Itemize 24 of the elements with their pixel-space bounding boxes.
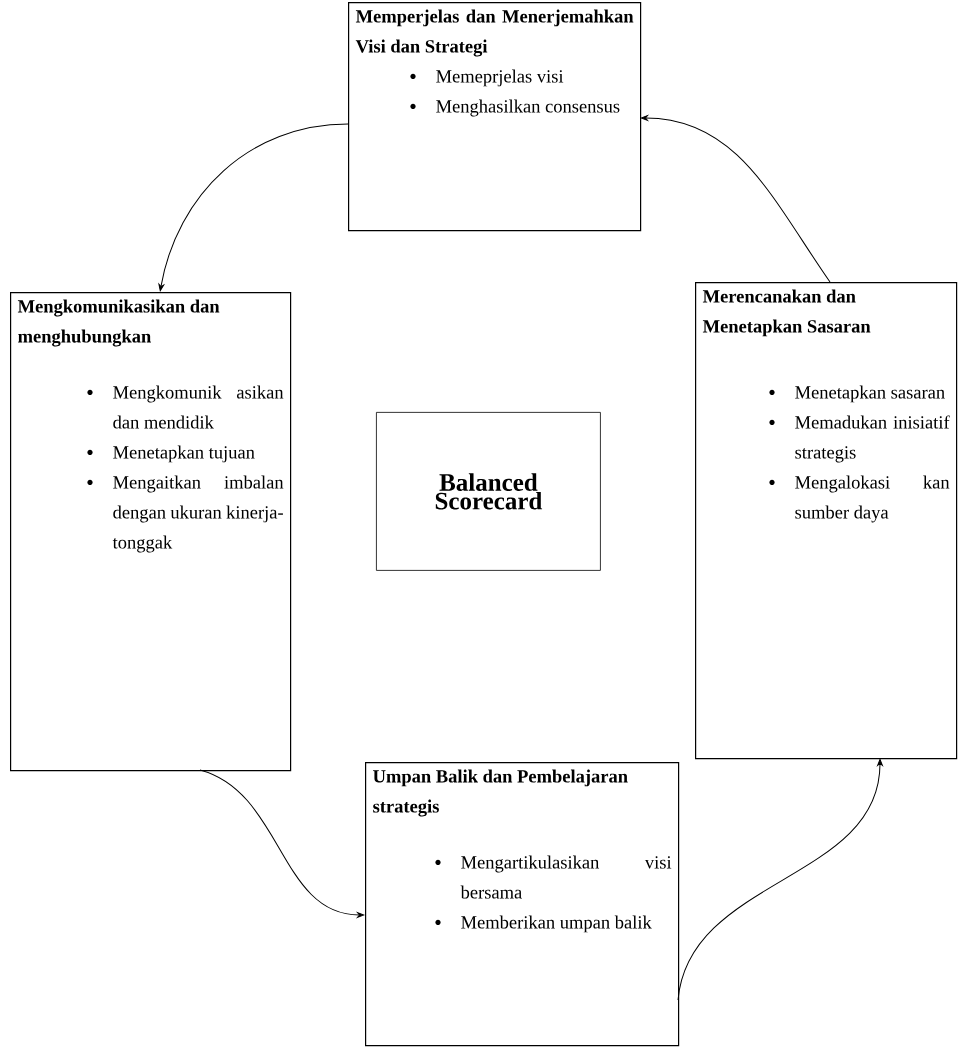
bullet-item: Mengalokasi kan sumber daya [769, 475, 950, 523]
process-box [365, 762, 680, 1047]
title-box [376, 412, 601, 571]
bullet-item: Menetapkan sasaran [769, 385, 945, 403]
title-text: Balanced Scorecard [435, 473, 543, 510]
bullet-item: Menghasilkan consensus [410, 99, 620, 117]
bullet-item: Memadukan inisiatif strategis [769, 415, 950, 463]
heading: Mengkomunikasikan dan menghubungkan [17, 299, 220, 347]
heading: Merencanakan dan Menetapkan Sasaran [702, 289, 871, 337]
bullet-item: Memeprjelas visi [410, 69, 564, 87]
arrow [199, 769, 365, 918]
arrow [677, 758, 883, 1001]
heading: Memperjelas dan Menerjemahkan Visi dan Strategi [355, 9, 634, 57]
bullet-item: Memberikan umpan balik [435, 915, 652, 933]
bullet-item: Mengaitkan imbalan dengan ukuran kinerja-tonggak [87, 475, 284, 553]
arrow [158, 123, 349, 292]
process-box [10, 292, 292, 772]
arrow [640, 115, 831, 283]
bullet-item: Mengartikulasikan visi bersama [435, 855, 672, 899]
heading: Umpan Balik dan Pembelajaran strategis [373, 769, 628, 817]
bullet-item: Menetapkan tujuan [87, 445, 255, 463]
process-box [348, 2, 642, 232]
process-box [695, 282, 958, 760]
bullet-item: Mengkomunik asikan dan mendidik [87, 385, 284, 429]
